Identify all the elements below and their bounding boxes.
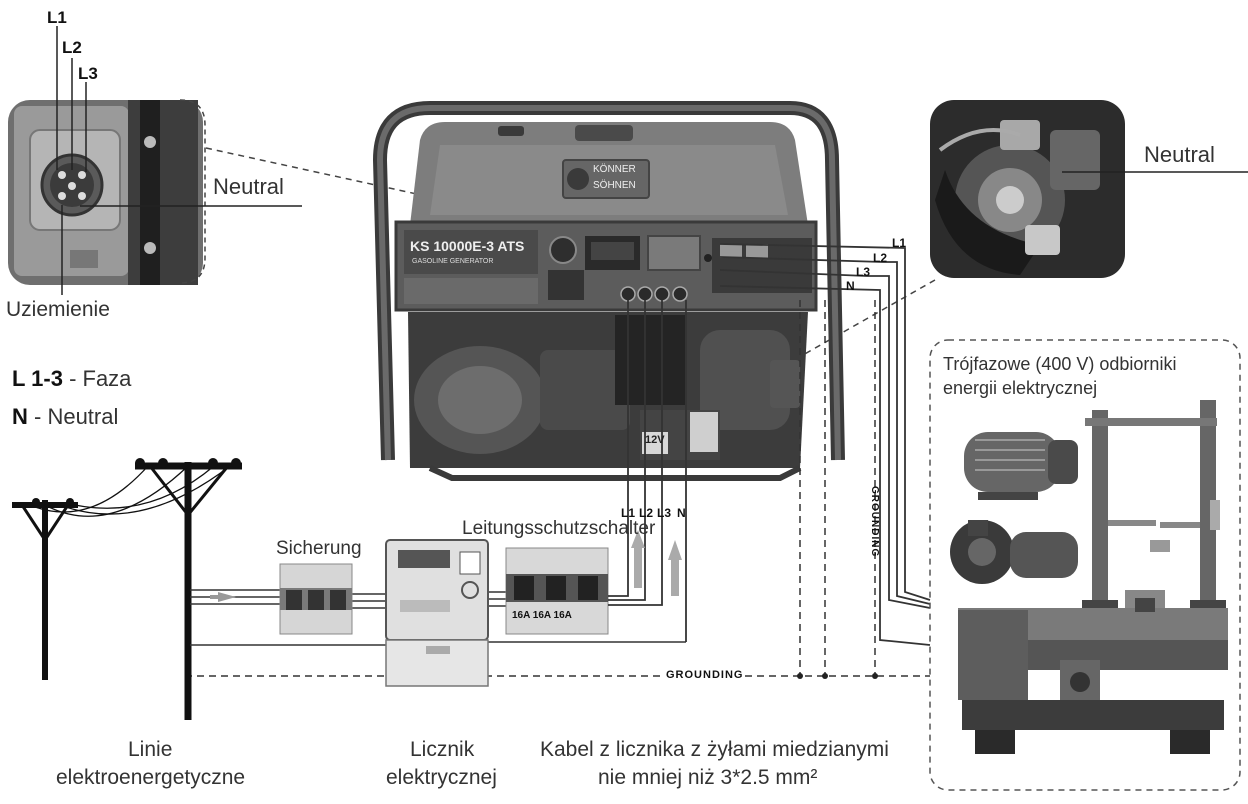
breaker-label: Leitungsschutzschalter [462,518,656,539]
tap-label-l1: L1 [621,506,636,520]
socket-neutral-label: Neutral [213,174,284,199]
socket-inset [8,100,203,285]
energy-meter [385,539,489,687]
car-lift-icon [1082,400,1226,608]
legend-phase: L 1-3 - Faza [12,366,131,392]
generator-battery: 12V [645,434,665,446]
legend-phase-key: L 1-3 [12,366,63,391]
generator-brand-1: KÖNNER [593,164,636,175]
generator-tap-wires [608,300,687,642]
wire-label-n: N [846,279,855,293]
wire-label-l3: L3 [856,265,871,279]
breaker-ratings: 16A 16A 16A [512,610,572,621]
socket-label-l2: L2 [62,38,82,57]
caption-cable-2: nie mniej niż 3*2.5 mm² [598,766,818,789]
pump-icon [950,520,1078,584]
lathe-icon [958,590,1228,754]
loads-title-1: Trójfazowe (400 V) odbiorniki [943,354,1177,374]
generator [373,101,845,481]
motor-icon [964,432,1078,500]
tap-label-n: N [677,506,686,520]
fuse-label: Sicherung [276,538,362,559]
grounding-horizontal-label: GROUNDING [666,669,744,681]
caption-meter-1: Licznik [410,738,475,761]
tap-label-l3: L3 [657,506,672,520]
caption-lines-2: elektroenergetyczne [56,766,246,789]
grounding-vertical-label: GROUNDING [869,486,880,558]
generator-subtitle: GASOLINE GENERATOR [412,258,494,265]
generator-brand-2: SÖHNEN [593,180,636,191]
legend-neutral-text: - Neutral [27,404,119,429]
wire-label-l1: L1 [892,236,907,250]
legend-neutral-key: N [12,404,28,429]
alternator-inset [930,100,1125,278]
legend-neutral: N - Neutral [12,404,118,430]
caption-meter-2: elektrycznej [386,766,497,789]
socket-label-l3: L3 [78,64,98,83]
caption-lines-1: Linie [128,738,173,761]
socket-ground-label: Uziemienie [6,298,110,321]
loads-box [929,339,1241,791]
right-wires [719,243,931,646]
generator-model: KS 10000E-3 ATS [410,238,525,254]
legend-phase-text: - Faza [62,366,132,391]
wire-label-l2: L2 [873,251,888,265]
loads-title-2: energii elektrycznej [943,378,1098,398]
tap-label-l2: L2 [639,506,654,520]
power-poles [12,462,242,720]
socket-label-l1: L1 [47,8,67,27]
circuit-breaker [505,547,609,635]
caption-cable-1: Kabel z licznika z żyłami miedzianymi [540,738,889,761]
alternator-neutral-label: Neutral [1144,142,1215,167]
grounding-lines [185,300,930,677]
fuse-block [279,563,353,635]
